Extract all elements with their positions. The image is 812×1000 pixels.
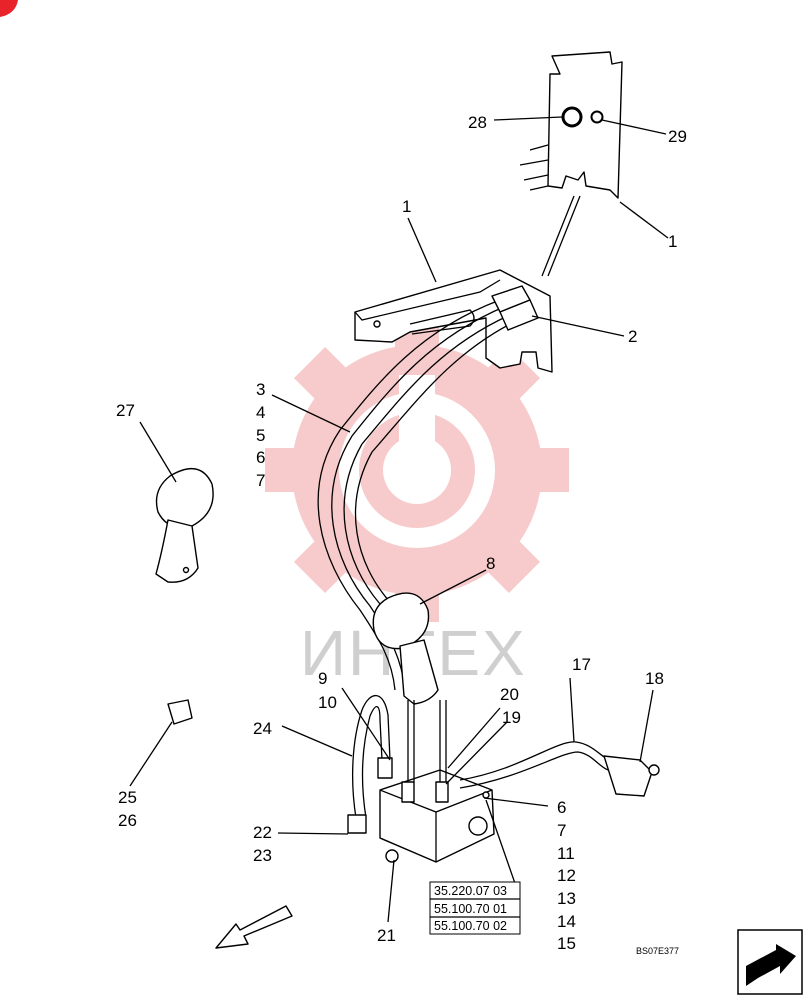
watermark-gear <box>265 318 569 622</box>
callout-18: 18 <box>645 669 664 688</box>
callout-22: 22 <box>253 823 272 842</box>
reference-code-2: 55.100.70 01 <box>434 902 507 916</box>
switch-25 <box>167 699 193 725</box>
callout-13: 13 <box>557 889 576 908</box>
reference-code-1: 35.220.07 03 <box>434 884 507 898</box>
grommet-28 <box>561 106 583 128</box>
callout-6-valve: 6 <box>557 798 566 817</box>
figure-code: BS07E377 <box>636 946 679 956</box>
joystick-8 <box>372 592 439 705</box>
callout-12: 12 <box>557 866 576 885</box>
callout-11: 11 <box>557 844 575 863</box>
callout-7-valve: 7 <box>557 821 566 840</box>
callout-23: 23 <box>253 846 272 865</box>
callout-19: 19 <box>502 708 521 727</box>
callout-1-bracket: 1 <box>402 197 411 216</box>
callout-7-hoses: 7 <box>256 471 265 490</box>
callout-1-plate: 1 <box>668 232 677 251</box>
hose-17 <box>459 741 660 797</box>
reference-box: 35.220.07 03 55.100.70 01 55.100.70 02 <box>429 881 521 935</box>
callout-6-hoses: 6 <box>256 448 265 467</box>
callout-27: 27 <box>116 401 135 420</box>
direction-arrow <box>215 905 293 949</box>
reference-code-3: 55.100.70 02 <box>434 919 507 933</box>
callout-14: 14 <box>557 912 576 931</box>
callout-26: 26 <box>118 811 137 830</box>
callout-labels: 28 29 1 1 2 3 4 5 6 7 27 8 17 18 9 10 20… <box>116 113 687 953</box>
callout-28: 28 <box>468 113 487 132</box>
next-page-icon[interactable] <box>737 929 803 995</box>
callout-29: 29 <box>668 127 687 146</box>
callout-15: 15 <box>557 934 576 953</box>
callout-21: 21 <box>377 926 396 945</box>
callout-3: 3 <box>256 380 265 399</box>
callout-17: 17 <box>572 655 591 674</box>
callout-8: 8 <box>486 554 495 573</box>
corner-mark <box>0 0 18 17</box>
grommet-29 <box>590 110 604 124</box>
callout-24: 24 <box>253 719 272 738</box>
callout-10: 10 <box>318 693 337 712</box>
leader-lines <box>129 116 669 923</box>
hose-24 <box>347 694 393 834</box>
upper-bracket-plate <box>519 51 623 199</box>
callout-9: 9 <box>318 669 327 688</box>
callout-5: 5 <box>256 426 265 445</box>
callout-4: 4 <box>256 403 265 422</box>
callout-20: 20 <box>500 685 519 704</box>
callout-25: 25 <box>118 788 137 807</box>
joystick-handle-27 <box>155 467 214 583</box>
callout-2: 2 <box>628 327 637 346</box>
valve-block <box>379 700 495 863</box>
